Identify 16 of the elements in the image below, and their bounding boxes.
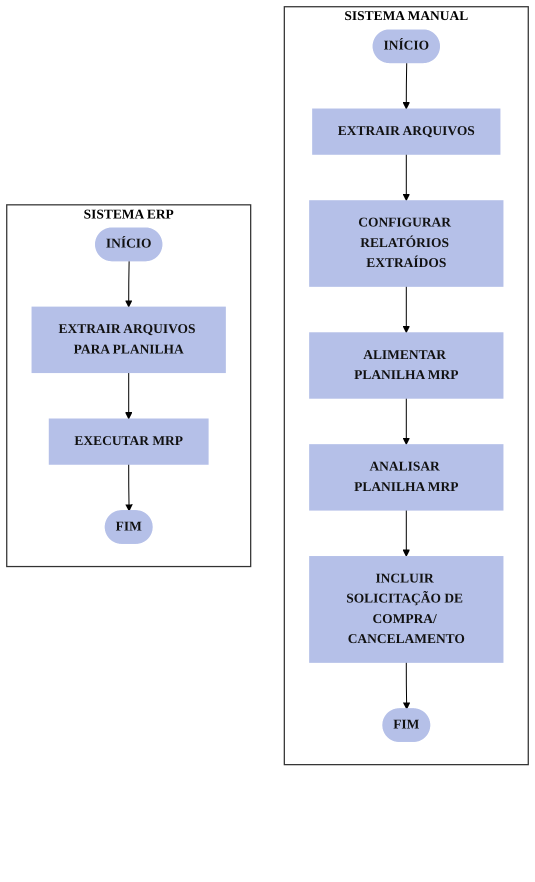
node-box: EXTRAIR ARQUIVOS PARA PLANILHA: [32, 306, 226, 374]
arrow: [402, 154, 410, 201]
node-box: EXECUTAR MRP: [48, 418, 209, 465]
node-box: CONFIGURAR RELATÓRIOS EXTRAÍDOS: [309, 200, 504, 287]
arrow: [125, 464, 133, 512]
node-box: ALIMENTAR PLANILHA MRP: [309, 332, 504, 399]
arrow: [402, 286, 410, 334]
arrow: [125, 372, 132, 420]
arrow: [402, 398, 410, 445]
arrow: [402, 662, 410, 710]
node-box: INCLUIR SOLICITAÇÃO DE COMPRA/ CANCELAMENTO: [309, 556, 504, 663]
arrow: [402, 63, 410, 110]
node-box: EXTRAIR ARQUIVOS: [312, 108, 500, 155]
arrow: [402, 510, 410, 557]
arrow: [125, 261, 132, 308]
node-box: ANALISAR PLANILHA MRP: [309, 444, 504, 511]
